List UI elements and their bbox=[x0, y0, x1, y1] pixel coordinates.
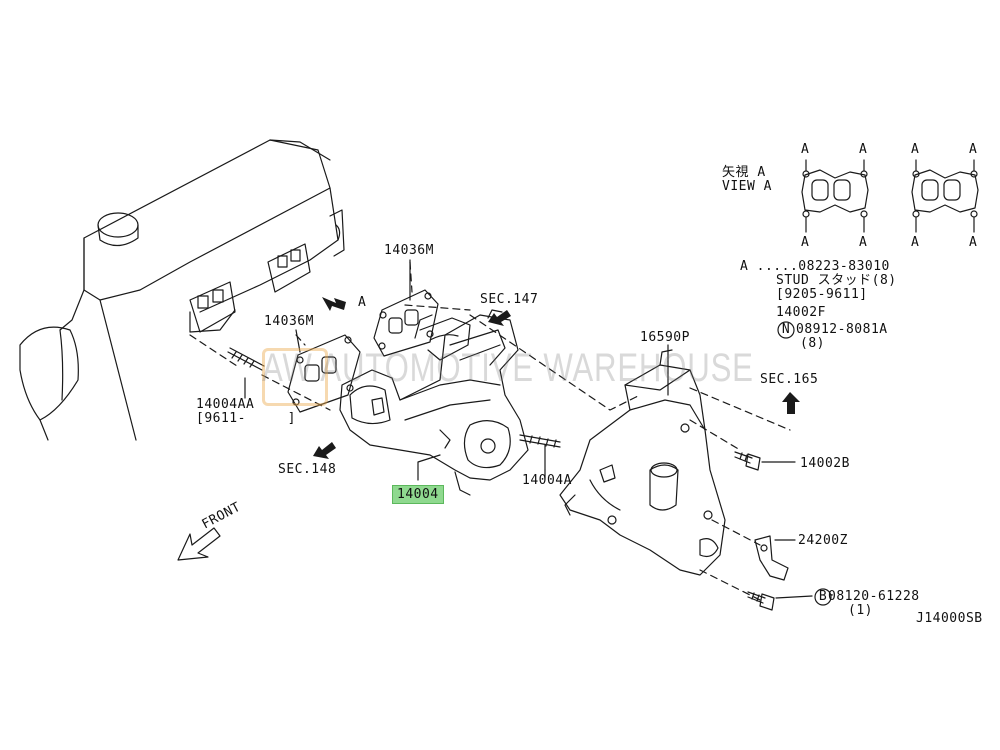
view-a-corner-a5: A bbox=[801, 235, 810, 250]
view-a-gasket-2 bbox=[911, 159, 979, 233]
section-arrows bbox=[313, 297, 800, 459]
nut-part-14002f: 14002F bbox=[776, 305, 826, 320]
view-a-corner-a4: A bbox=[969, 142, 978, 157]
bolt-b-08120 bbox=[747, 591, 813, 611]
label-14004-highlighted[interactable]: 14004 bbox=[392, 485, 444, 504]
view-a-corner-a1: A bbox=[801, 142, 810, 157]
label-14036m-top: 14036M bbox=[384, 243, 434, 258]
bracket-24200z bbox=[754, 535, 796, 581]
watermark-text: AW AUTOMOTIVE WAREHOUSE bbox=[262, 346, 754, 390]
bolt-14002b bbox=[734, 451, 796, 471]
view-a-corner-a8: A bbox=[969, 235, 978, 250]
label-14004aa: 14004AA bbox=[196, 397, 255, 412]
view-a-title-en: VIEW A bbox=[722, 179, 772, 194]
circle-n-mark bbox=[777, 321, 795, 339]
view-a-gasket-1 bbox=[801, 159, 869, 233]
stud-14004aa bbox=[227, 347, 265, 371]
view-a-title-jp: 矢視 A bbox=[722, 165, 766, 180]
heat-shield-16590p bbox=[559, 349, 726, 576]
label-arrow-a: A bbox=[358, 295, 367, 310]
stud-spec-line1: A .....08223-83010 bbox=[740, 259, 890, 274]
label-14004a: 14004A bbox=[522, 473, 572, 488]
label-bolt-b-qty: (1) bbox=[848, 603, 873, 618]
front-arrow bbox=[177, 527, 221, 561]
circle-b-letter: B bbox=[818, 589, 828, 604]
gasket-14036m-left bbox=[287, 334, 361, 413]
leader-lines bbox=[189, 261, 791, 601]
label-14004aa-range: [9611- ] bbox=[196, 411, 296, 426]
view-a-corner-a7: A bbox=[911, 235, 920, 250]
circle-n-letter: N bbox=[781, 322, 791, 337]
label-16590p: 16590P bbox=[640, 330, 690, 345]
label-14002b: 14002B bbox=[800, 456, 850, 471]
circle-b-mark bbox=[814, 588, 832, 606]
exhaust-manifold-14004 bbox=[339, 309, 529, 496]
label-sec148: SEC.148 bbox=[278, 462, 337, 477]
label-bolt-b: 08120-61228 bbox=[828, 589, 920, 604]
engine-block bbox=[19, 139, 345, 441]
callout-lines bbox=[244, 259, 669, 481]
nut-number: 08912-8081A bbox=[796, 322, 888, 337]
stud-spec-line3: [9205-9611] bbox=[776, 287, 868, 302]
watermark-logo-box bbox=[262, 348, 328, 406]
label-24200z: 24200Z bbox=[798, 533, 848, 548]
stud-14004a bbox=[519, 434, 561, 471]
label-14036m-left: 14036M bbox=[264, 314, 314, 329]
view-a-corner-a6: A bbox=[859, 235, 868, 250]
label-sec147: SEC.147 bbox=[480, 292, 539, 307]
gasket-14036m-top bbox=[373, 289, 439, 357]
label-diagram-id: J14000SB bbox=[916, 611, 983, 626]
view-a-corner-a3: A bbox=[911, 142, 920, 157]
view-a-corner-a2: A bbox=[859, 142, 868, 157]
nut-qty: (8) bbox=[800, 336, 825, 351]
stud-spec-line2: STUD スタッド(8) bbox=[776, 273, 897, 288]
label-sec165: SEC.165 bbox=[760, 372, 819, 387]
